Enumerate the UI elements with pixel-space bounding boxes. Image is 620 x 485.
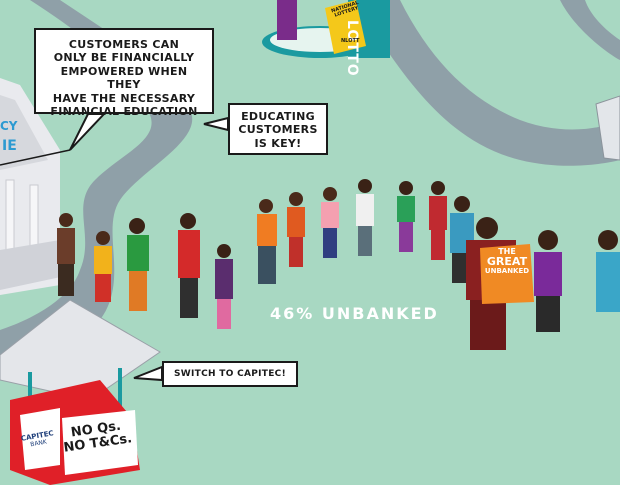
speech-bubble-financial-education: CUSTOMERS CAN ONLY BE FINANCIALLY EMPOWE… (34, 28, 214, 118)
bubble-text-line: EMPOWERED WHEN THEY (60, 64, 188, 92)
bubble-text-line: SWITCH TO CAPITEC! (173, 369, 286, 379)
bank-pediment (0, 95, 48, 170)
banner-line: UNBANKED (484, 266, 530, 275)
stall-sign-panel (62, 410, 138, 475)
bubble-tail (69, 113, 107, 151)
person (397, 181, 415, 252)
bubble-text-line: FINANCIAL EDUCATION (50, 105, 198, 119)
person (94, 231, 112, 302)
bubble-text-line: CUSTOMERS CAN (68, 38, 180, 51)
lottery-brand-text: NLOTT (341, 38, 360, 44)
person (534, 230, 562, 332)
lottery-card-shape (325, 0, 366, 54)
great-unbanked-banner (480, 244, 534, 304)
bank-sign-text: CY (0, 119, 18, 133)
person (429, 181, 447, 260)
person (215, 244, 233, 329)
road-path-far (560, 0, 620, 60)
great-unbanked-text: THE GREAT UNBANKED (481, 247, 533, 275)
bank-steps (0, 240, 70, 290)
lotto-sign: LOTTO (344, 20, 360, 77)
speech-bubble-educating: EDUCATING CUSTOMERS IS KEY! (228, 103, 328, 155)
car (595, 95, 620, 161)
bubble-text-line: EDUCATING (241, 110, 315, 123)
person (287, 192, 305, 267)
bubble-text-line: ONLY BE FINANCIALLY (53, 51, 195, 65)
person (450, 196, 474, 283)
person (127, 218, 149, 311)
bubble-text-line: IS KEY! (254, 136, 302, 150)
stall-front-panel (20, 408, 60, 470)
kiosk-person (277, 0, 297, 40)
person (178, 213, 200, 318)
stall-pole (118, 368, 122, 408)
bubble-text-line: CUSTOMERS (238, 123, 318, 137)
banner-line: THE (498, 247, 516, 256)
speech-bubble-switch: SWITCH TO CAPITEC! (162, 361, 298, 387)
stall-pole (28, 372, 32, 412)
person (356, 179, 374, 256)
banner-line: GREAT (486, 255, 528, 269)
bank-sign-text: IE (2, 138, 17, 154)
unbanked-label: 46% UNBANKED (270, 304, 439, 323)
bubble-pointer (0, 149, 71, 166)
person (57, 213, 75, 296)
person (321, 187, 339, 258)
bubble-text-line: HAVE THE NECESSARY (52, 91, 196, 105)
person (596, 230, 620, 312)
person (257, 199, 277, 284)
